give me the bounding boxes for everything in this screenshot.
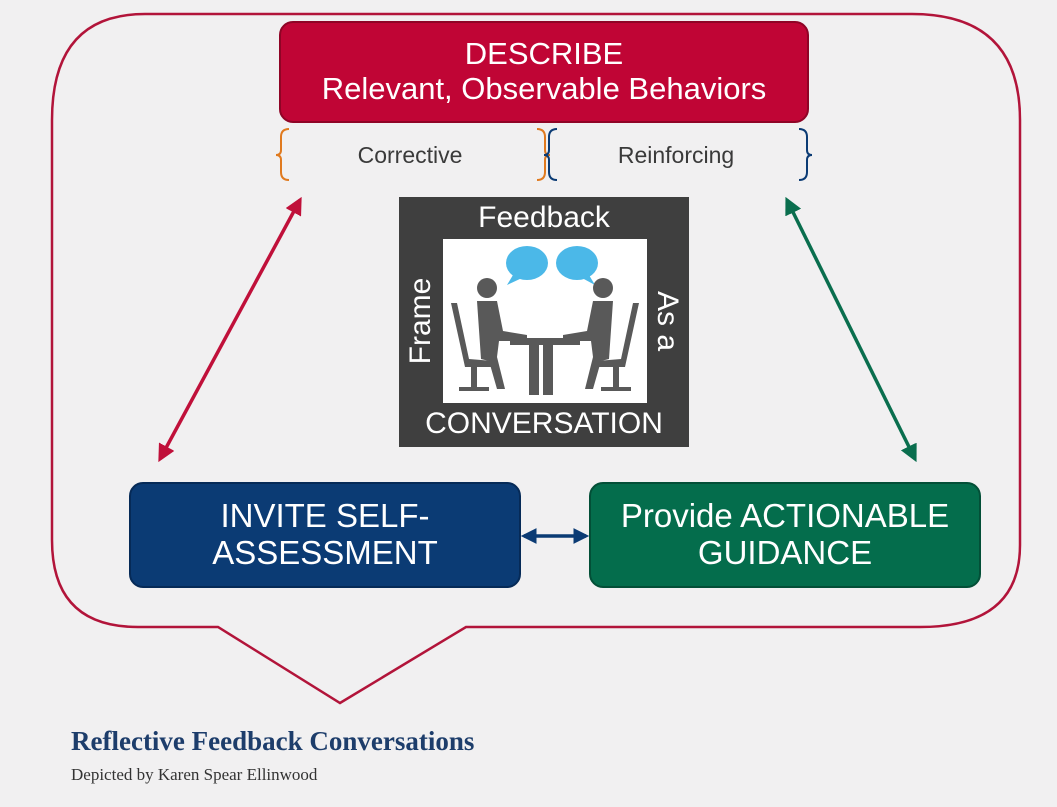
actionable-guidance-box: Provide ACTIONABLE GUIDANCE (589, 482, 981, 588)
as-a-label: As a (651, 290, 684, 352)
corrective-brace-right (536, 128, 551, 181)
caption-title: Reflective Feedback Conversations (71, 726, 475, 756)
double-arrow-icon (158, 196, 302, 463)
caption-subtitle: Depicted by Karen Spear Ellinwood (71, 765, 318, 784)
guidance-line-2: GUIDANCE (697, 534, 873, 571)
describe-subtitle: Relevant, Observable Behaviors (321, 71, 767, 106)
reinforcing-label: Reinforcing (617, 142, 735, 168)
invite-self-assessment-box: INVITE SELF- ASSESSMENT (129, 482, 521, 588)
invite-line-2: ASSESSMENT (212, 534, 438, 571)
speech-bubble-icon (506, 246, 548, 285)
describe-title: DESCRIBE (464, 36, 624, 72)
guidance-line-1: Provide ACTIONABLE (620, 497, 950, 535)
corrective-brace-left (275, 128, 290, 181)
describe-box: DESCRIBE Relevant, Observable Behaviors (279, 21, 809, 123)
double-arrow-icon (785, 196, 917, 463)
speech-bubble-icon (556, 246, 598, 285)
corrective-label: Corrective (357, 142, 463, 168)
invite-line-1: INVITE SELF- (220, 497, 430, 535)
speech-bubble-outline (50, 12, 1022, 705)
reinforcing-brace-right (798, 128, 813, 181)
reinforcing-brace-left (543, 128, 558, 181)
meeting-people-icon (451, 246, 639, 395)
frame-label: Frame (404, 277, 437, 365)
feedback-label: Feedback (478, 201, 610, 234)
conversation-label: CONVERSATION (425, 407, 663, 440)
